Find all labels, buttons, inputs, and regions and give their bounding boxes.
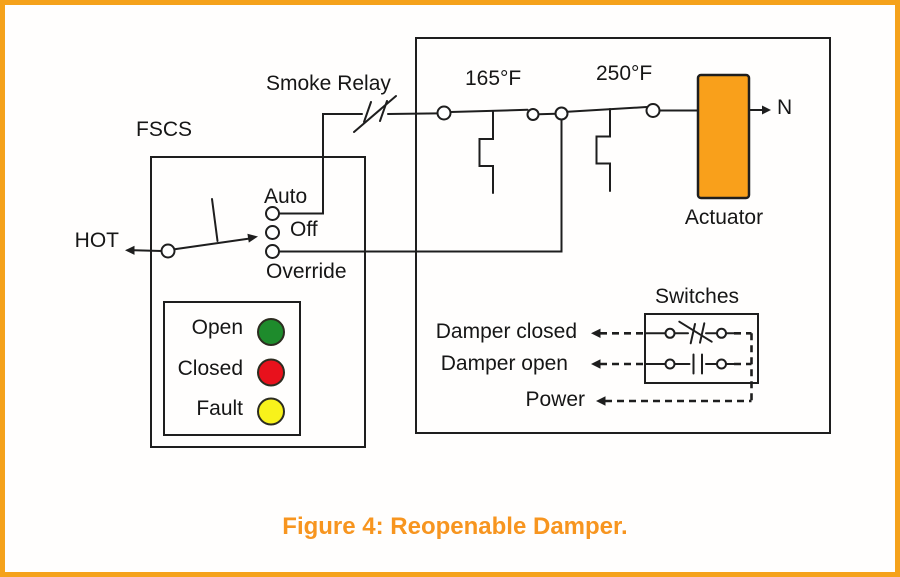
power-label: Power [525,388,585,411]
legend-closed-label: Closed [177,357,243,380]
actuator-box [696,73,751,200]
fault-indicator-lamp [257,397,285,426]
open-indicator-lamp [257,318,285,346]
hot-switch [125,198,258,259]
auto-wire [278,113,363,215]
legend-fault-label: Fault [196,397,243,420]
legend-open-label: Open [191,316,243,339]
fscs-box [150,156,366,448]
neutral-label: N [777,96,793,119]
damper-unit-box [415,37,831,434]
figure-caption: Figure 4: Reopenable Damper. [282,513,628,540]
damper-open-label: Damper open [440,352,568,375]
diagram-canvas [125,37,831,448]
hot-terminal [160,243,176,259]
actuator-label: Actuator [684,206,764,229]
auto-label: Auto [264,185,308,208]
blade-arrow-icon [247,233,258,243]
damper-closed-label: Damper closed [435,320,577,343]
damper-open-contact-row [644,353,752,375]
power-arrow-icon [596,396,606,406]
switches-box [644,313,759,384]
override-wire [278,119,563,253]
switches-label: Switches [655,285,740,308]
damper-closed-contact-row [644,320,752,345]
damper-open-arrow-icon [591,359,601,369]
auto-contact [265,206,280,221]
switch-lever [211,198,219,242]
temp-250-label: 250°F [596,62,653,85]
hot-arrow-icon [125,245,135,255]
neutral-arrow [749,105,771,115]
fscs-label: FSCS [136,118,193,141]
smoke-relay-contact [353,95,439,133]
thermal-switch-250 [537,103,699,192]
override-label: Override [266,260,347,283]
neutral-arrow-icon [762,105,771,115]
damper-closed-arrow-icon [591,328,601,338]
thermal-switch-165 [436,105,540,194]
override-contact [265,244,280,259]
off-contact [265,225,280,240]
smoke-relay-label: Smoke Relay [266,72,391,95]
signal-lines [591,328,753,406]
off-label: Off [290,218,318,241]
hot-label: HOT [74,229,119,252]
temp-165-label: 165°F [465,67,522,90]
closed-indicator-lamp [257,358,285,387]
status-legend-box [163,301,301,436]
